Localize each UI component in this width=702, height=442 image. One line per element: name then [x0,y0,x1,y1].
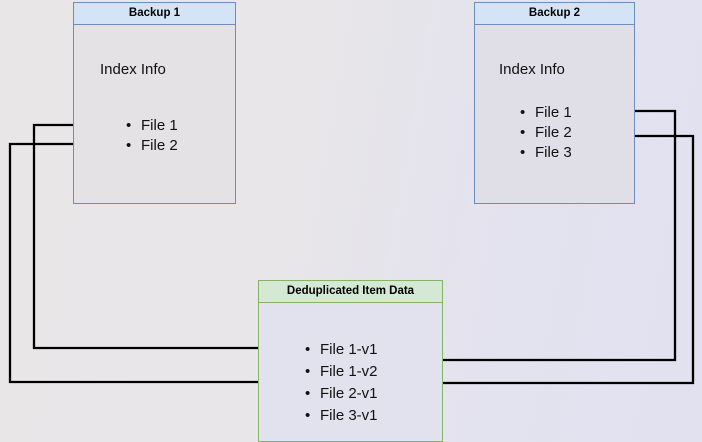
node-deduplicated-item-data-header: Deduplicated Item Data [259,281,442,303]
node-deduplicated-item-data-list: File 1-v1 File 1-v2 File 2-v1 File 3-v1 [305,339,378,427]
list-item: File 3 [520,143,572,163]
list-item: File 2 [126,136,178,156]
node-backup-2-file-list: File 1 File 2 File 3 [520,103,572,163]
node-backup-1-file-list: File 1 File 2 [126,116,178,156]
node-backup-1-header: Backup 1 [74,3,235,25]
list-item: File 2 [520,123,572,143]
list-item: File 3-v1 [305,405,378,427]
node-backup-2-header: Backup 2 [475,3,634,25]
list-item: File 1-v1 [305,339,378,361]
list-item: File 1 [126,116,178,136]
node-deduplicated-item-data[interactable]: Deduplicated Item Data File 1-v1 File 1-… [258,280,443,442]
list-item: File 2-v1 [305,383,378,405]
node-backup-2[interactable]: Backup 2 Index Info File 1 File 2 File 3 [474,2,635,204]
node-backup-1[interactable]: Backup 1 Index Info File 1 File 2 [73,2,236,204]
list-item: File 1-v2 [305,361,378,383]
list-item: File 1 [520,103,572,123]
node-backup-1-section-label: Index Info [100,61,166,78]
node-backup-2-section-label: Index Info [499,61,565,78]
